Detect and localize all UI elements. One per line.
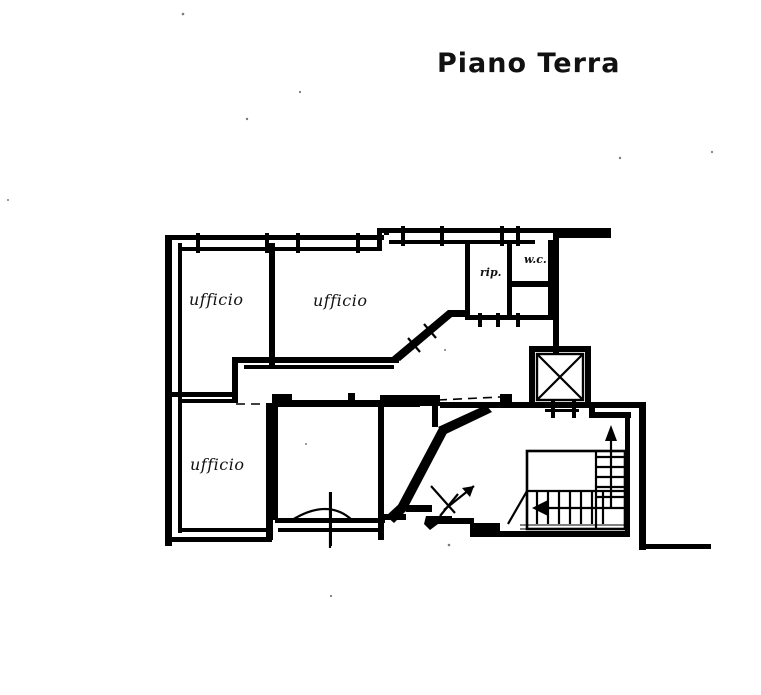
wall-entry-horizontal	[384, 514, 406, 520]
room-label-ripostiglio: rip.	[480, 266, 502, 279]
wall-mid-horizontal-stub	[232, 363, 238, 403]
stair-stringer-diagonal	[507, 490, 528, 525]
wall-rip-left	[465, 240, 470, 320]
window-ticks-top-right	[500, 226, 520, 246]
staircase	[507, 425, 627, 531]
wall-right-notch	[589, 412, 631, 418]
wall-bottom-entry-jog	[470, 523, 500, 537]
wall-left-office-divider	[172, 392, 234, 397]
wall-bottom-left-outer	[172, 537, 272, 542]
window-ticks-rip-bottom	[478, 313, 520, 327]
wall-entry-run	[438, 518, 474, 524]
wall-bottom-left-inner	[180, 528, 268, 532]
window-ticks-diagonal	[407, 323, 437, 353]
wall-top-upper-run-inner	[389, 240, 467, 244]
wall-entry-threshold	[406, 505, 432, 512]
wall-right-mid-stub	[589, 402, 595, 418]
wall-wc-bottom	[507, 281, 553, 287]
wall-exterior-right	[639, 402, 646, 550]
elevator-shaft	[529, 337, 591, 418]
wall-corridor-run-3	[418, 401, 440, 406]
wall-landing-run	[440, 402, 502, 408]
wall-corridor-stub-vert	[432, 395, 438, 427]
door-swing-lower-mid	[291, 508, 353, 521]
wall-landing-jog	[500, 394, 512, 402]
wall-corridor-run-1	[290, 400, 388, 407]
wall-right-upper-run	[589, 402, 645, 408]
wall-top-jog-vert	[377, 229, 382, 251]
wall-top-right-return	[553, 233, 611, 238]
wall-interior-office-divider-top	[269, 243, 275, 365]
wall-exterior-left-inner	[178, 243, 182, 533]
door-symbols	[291, 485, 475, 548]
wall-top-right-run	[465, 228, 611, 233]
window-ticks-top-upper	[401, 226, 444, 246]
wall-bottom-right-tail	[639, 544, 711, 549]
room-label-ufficio-top-left: ufficio	[189, 290, 243, 309]
wall-right-upper	[553, 233, 559, 353]
stair-direction-arrow-up	[605, 425, 617, 508]
wall-exterior-left	[165, 235, 172, 546]
wall-exterior-top-outer	[165, 235, 377, 240]
wall-corridor-run-2	[380, 395, 440, 401]
elevator-door-line	[545, 409, 579, 412]
wall-lower-left-office-right	[266, 403, 273, 540]
entrance-door-arrow	[430, 485, 475, 517]
plan-title: Piano Terra	[437, 48, 620, 79]
room-label-wc: w.c.	[524, 253, 547, 266]
wall-top-right-end	[605, 228, 611, 238]
room-label-ufficio-top-mid: ufficio	[313, 291, 367, 310]
wall-mid-horizontal-inner	[244, 365, 394, 369]
wall-diagonal-entry-upper	[438, 405, 492, 434]
wall-wc-right	[548, 240, 554, 320]
wall-rip-wc-bottom	[465, 315, 555, 320]
wall-left-office-divider-inner	[178, 399, 234, 403]
wall-exterior-top-inner	[178, 247, 377, 251]
wall-structure	[165, 226, 711, 550]
wall-diagonal-entry	[398, 426, 448, 509]
stair-nosing	[520, 524, 625, 530]
wall-diagonal-mid-office	[392, 310, 466, 361]
elevator-top-tick	[553, 337, 557, 349]
wall-mid-horizontal	[232, 357, 399, 363]
wall-wc-left	[507, 240, 512, 285]
wall-bottom-stair-run	[500, 531, 628, 537]
wall-lower-mid-right	[378, 400, 384, 540]
window-ticks-top-wall	[196, 233, 360, 253]
section-reference-dashed-line	[236, 396, 501, 405]
wall-elevator-landing-left	[500, 402, 532, 408]
room-label-ufficio-bottom-left: ufficio	[190, 455, 244, 474]
wall-exterior-right-inner	[625, 415, 630, 537]
wall-lower-mid-left	[272, 400, 278, 520]
scan-noise-specks	[7, 12, 714, 598]
wall-top-upper-run	[377, 228, 465, 233]
